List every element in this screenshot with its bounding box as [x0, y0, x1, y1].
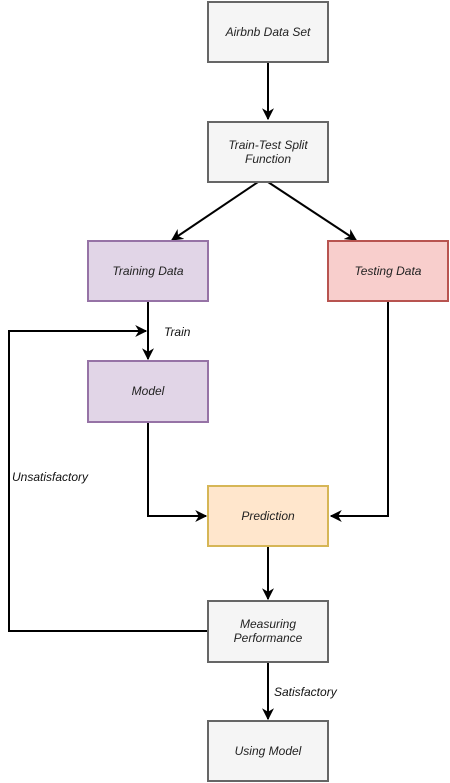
node-model: Model [87, 360, 209, 423]
edge-model-to-prediction [147, 422, 208, 522]
node-dataset-label: Airbnb Data Set [225, 25, 311, 39]
node-label-line: Train-Test Split [228, 138, 308, 152]
node-label-line: Airbnb Data Set [225, 25, 311, 39]
node-dataset: Airbnb Data Set [207, 1, 329, 63]
node-label-line: Measuring [240, 617, 296, 631]
node-training-data-label: Training Data [112, 264, 183, 278]
edge-testing-to-prediction [329, 301, 389, 522]
node-label-line: Using Model [235, 744, 302, 758]
node-testing-data: Testing Data [327, 240, 449, 302]
node-using-model: Using Model [207, 720, 329, 782]
node-label-line: Performance [234, 631, 303, 645]
edge-label-satisfactory: Satisfactory [274, 685, 338, 699]
node-prediction-label: Prediction [241, 509, 295, 523]
node-label-line: Prediction [241, 509, 295, 523]
edge-measuring-to-training-loop [8, 325, 208, 632]
edge-label-unsatisfactory: Unsatisfactory [12, 470, 89, 484]
edge-split-to-testing [267, 181, 358, 241]
node-model-label: Model [132, 384, 165, 398]
node-label-line: Training Data [112, 264, 183, 278]
node-using-model-label: Using Model [235, 744, 302, 758]
node-training-data: Training Data [87, 240, 209, 302]
node-label-line: Function [245, 152, 291, 166]
edges [8, 62, 389, 721]
node-prediction: Prediction [207, 485, 329, 547]
edge-split-to-training [171, 181, 259, 241]
node-label-line: Model [132, 384, 165, 398]
node-label-line: Testing Data [355, 264, 422, 278]
edge-label-train: Train [164, 325, 191, 339]
node-testing-data-label: Testing Data [355, 264, 422, 278]
